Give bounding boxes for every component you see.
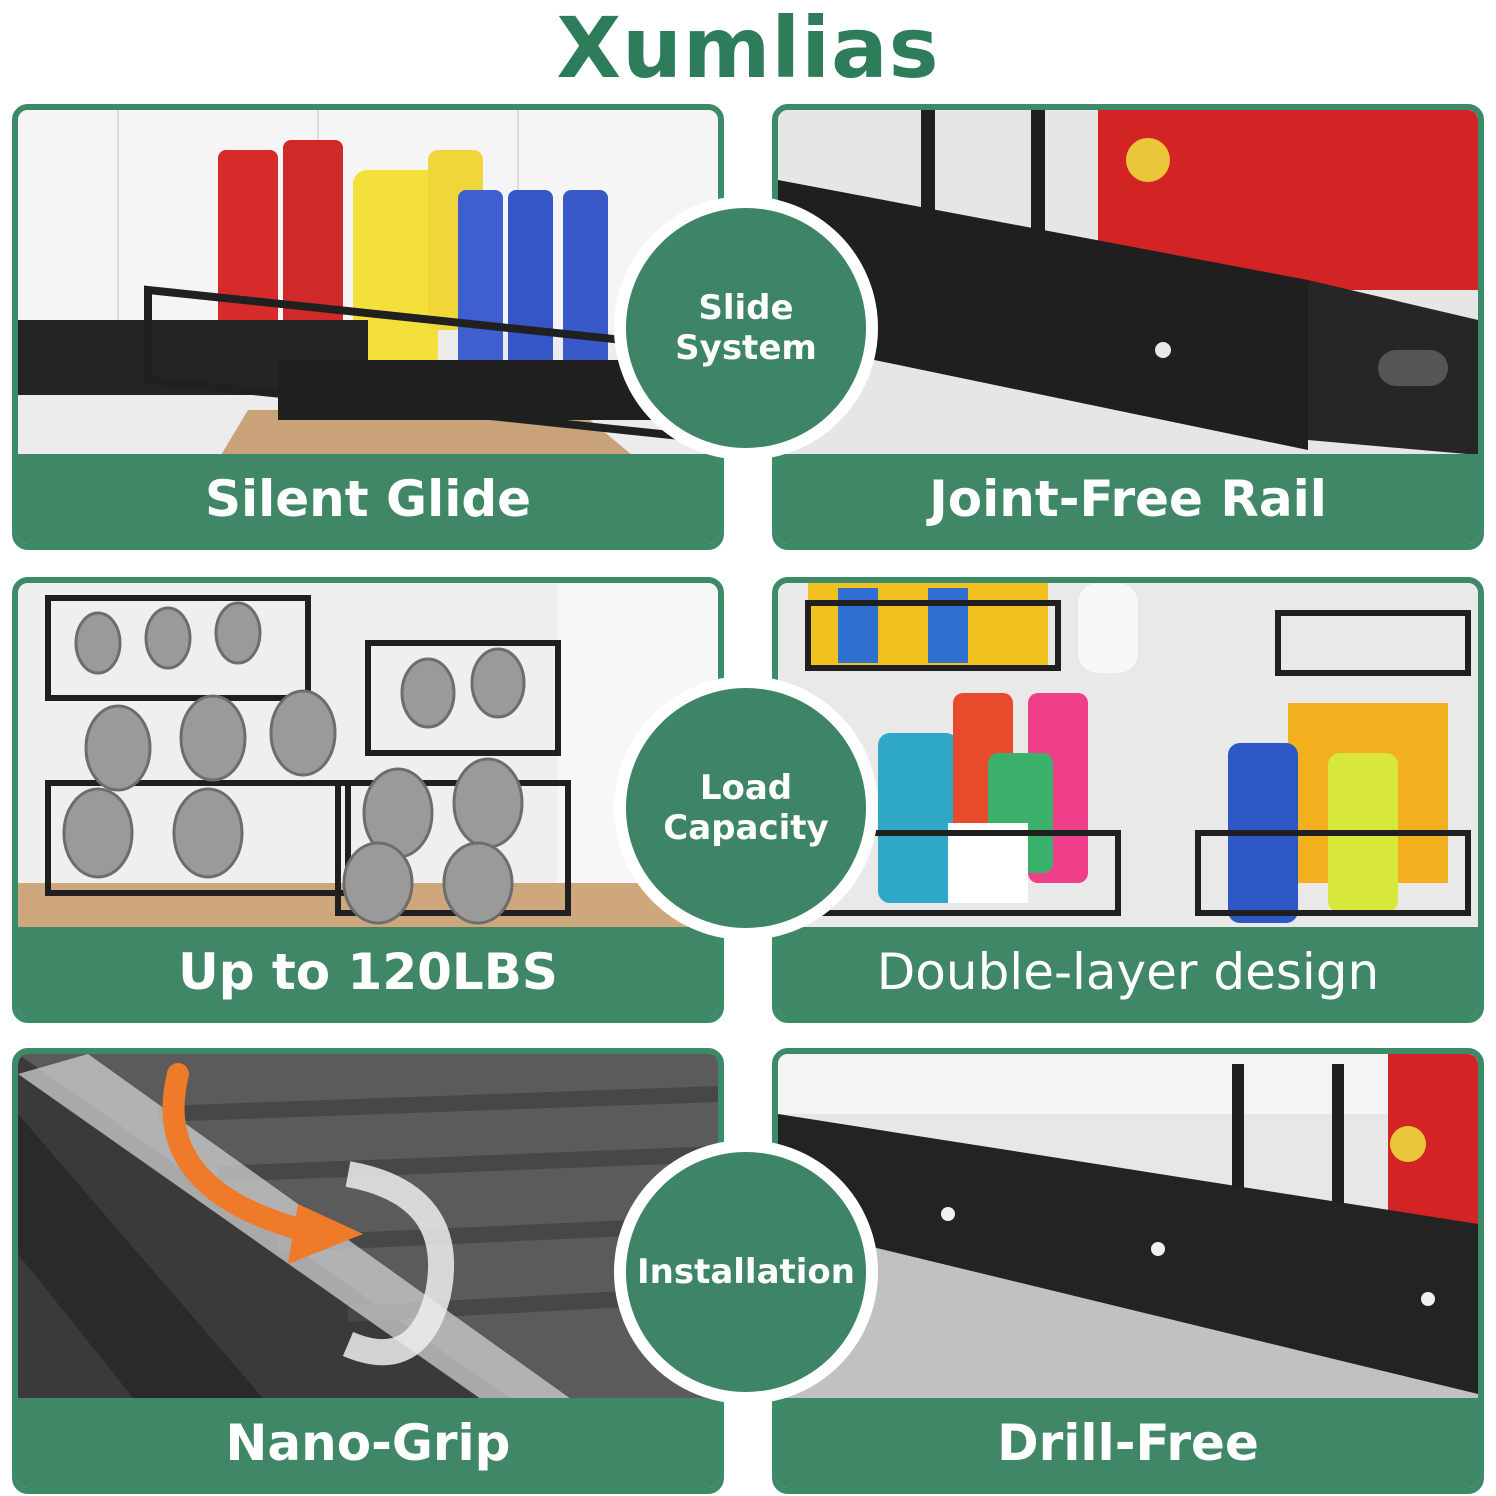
product-photo-two-tier [778, 583, 1478, 933]
badge-slide-system: Slide System [614, 196, 878, 460]
product-photo-dumbbells [18, 583, 718, 933]
caption-double-layer-design: Double-layer design [778, 927, 1478, 1017]
brand-title: Xumlias [556, 0, 940, 97]
caption-joint-free-rail: Joint-Free Rail [778, 454, 1478, 544]
badge-load-capacity: Load Capacity [614, 676, 878, 940]
caption-nano-grip: Nano-Grip [18, 1398, 718, 1488]
feature-panel-double-layer: Double-layer design [772, 577, 1484, 1023]
feature-panel-drill-free: Drill-Free [772, 1048, 1484, 1494]
product-photo-rail [778, 110, 1478, 460]
product-photo-adhesive [18, 1054, 718, 1404]
caption-drill-free: Drill-Free [778, 1398, 1478, 1488]
badge-installation: Installation [614, 1140, 878, 1404]
feature-panel-joint-free-rail: Joint-Free Rail [772, 104, 1484, 550]
feature-panel-nano-grip: Nano-Grip [12, 1048, 724, 1494]
feature-panel-silent-glide: Silent Glide [12, 104, 724, 550]
product-photo-drawer [18, 110, 718, 460]
caption-silent-glide: Silent Glide [18, 454, 718, 544]
product-photo-base-rail [778, 1054, 1478, 1404]
caption-up-to-120lbs: Up to 120LBS [18, 927, 718, 1017]
